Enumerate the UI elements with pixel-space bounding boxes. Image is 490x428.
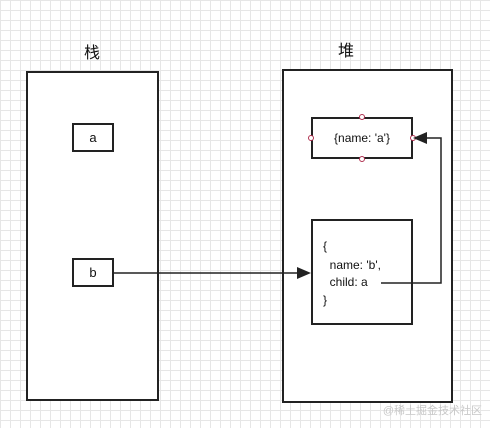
stack-var-a: a (72, 123, 114, 152)
heap-object-a-text: {name: 'a'} (334, 131, 390, 145)
handle-left (308, 135, 314, 141)
code-line: name: 'b', (323, 258, 381, 272)
stack-var-b: b (72, 258, 114, 287)
code-line: { (323, 239, 328, 253)
heap-title: 堆 (338, 43, 355, 60)
heap-object-b: { name: 'b', child: a } (311, 219, 413, 325)
code-line: } (323, 293, 328, 307)
handle-top (359, 114, 365, 120)
code-line: child: a (323, 275, 368, 289)
handle-bottom (359, 156, 365, 162)
arrow-child-to-object-a (381, 137, 442, 284)
stack-title: 栈 (84, 45, 101, 62)
watermark: @稀土掘金技术社区 (382, 405, 482, 417)
arrowhead-b (297, 267, 311, 279)
arrowhead-child (413, 132, 427, 144)
